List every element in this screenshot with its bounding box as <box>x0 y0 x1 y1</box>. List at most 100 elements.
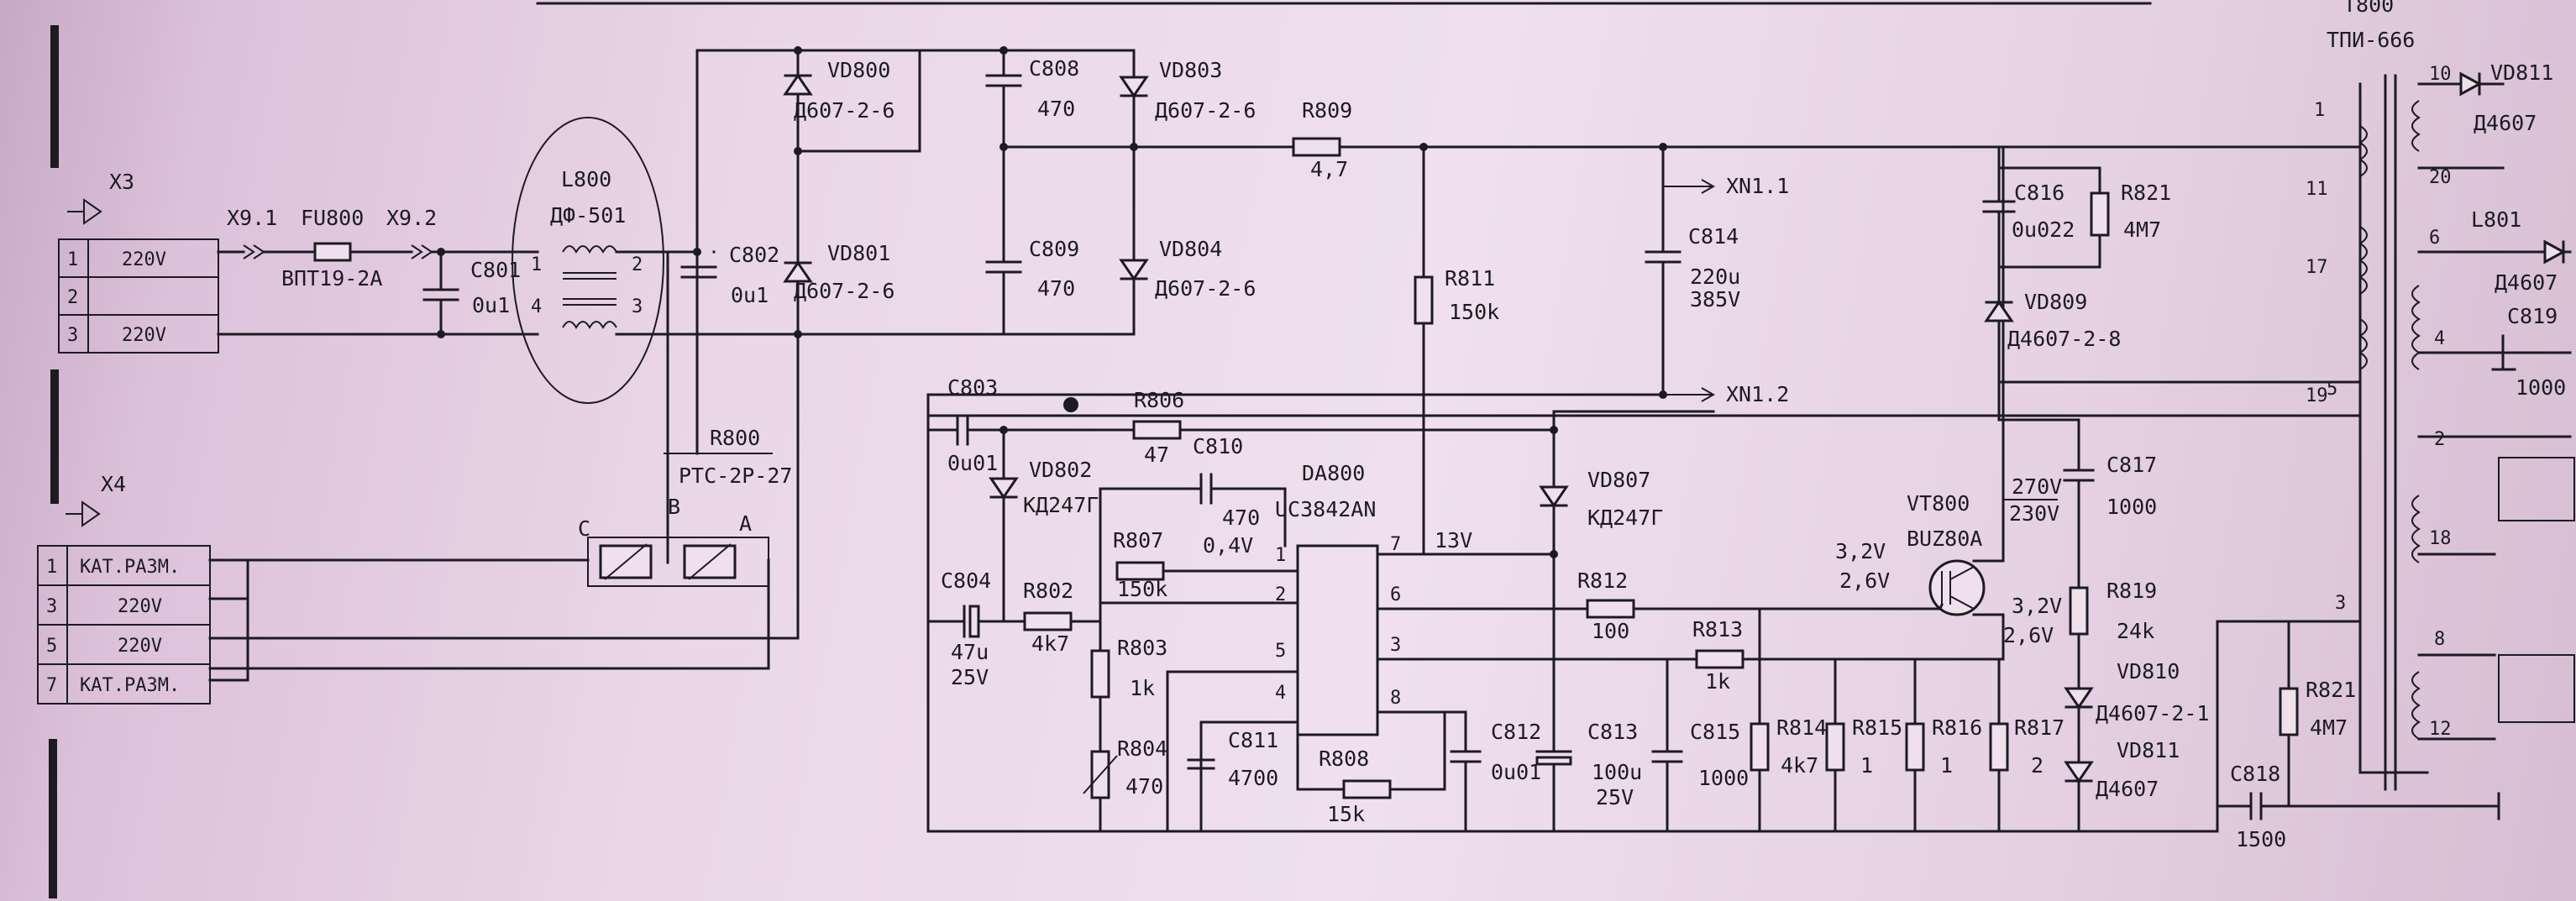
t800-ref: T800 <box>2343 0 2394 17</box>
connector-x3: X3 1 2 3 220V 220V <box>58 170 219 354</box>
mains-input: X9.1 FU800 ВПТ19-2А X9.2 C801 0u1 <box>217 206 539 338</box>
node-x9-1: X9.1 <box>227 206 277 230</box>
vt800-gate-v1: 3,2V <box>1835 539 1886 563</box>
c818-ref: C818 <box>2230 762 2280 786</box>
l800-pin-3: 3 <box>632 296 643 317</box>
vd807-value: КД247Г <box>1587 506 1663 530</box>
c803-value: 0u01 <box>947 451 998 475</box>
vd809-ref: VD809 <box>2024 290 2087 314</box>
x4-pin-1: 1 <box>46 557 57 578</box>
r819-body <box>2090 191 2110 237</box>
filter-l800: L800 ДФ-501 1 2 4 3 <box>512 117 800 404</box>
ic-pin7-voltage: 13V <box>1435 528 1472 553</box>
ic-value: UC3842AN <box>1275 497 1376 521</box>
vt800-value: BUZ80A <box>1907 526 1982 551</box>
r809-value: 4,7 <box>1310 157 1348 181</box>
r802-ref: R802 <box>1023 579 1073 603</box>
t800-pin-19: 19 <box>2306 385 2328 406</box>
vt800-drain-v1: 270V <box>2012 474 2062 499</box>
ic-da800 <box>1296 544 1379 736</box>
t800-pin-12: 12 <box>2429 719 2452 740</box>
vt800-symbol <box>1928 559 1986 616</box>
ic-ref: DA800 <box>1302 461 1365 485</box>
r817-value: 2 <box>2031 753 2043 778</box>
controller-section: C803 0u01 R806 47 VD802 КД247Г C810 470 … <box>926 375 2219 833</box>
vt800-drain-v2: 230V <box>2009 501 2059 526</box>
vd810-ref: VD811 <box>2117 738 2180 762</box>
bulk-rail: R809 4,7 XN1.1 XN1.2 C814 220u 385V R811… <box>926 98 2320 556</box>
connector-x4-name: X4 <box>101 472 126 496</box>
margin-bar <box>50 369 59 504</box>
ic-pin-5: 5 <box>1275 641 1286 662</box>
x4-label-7: КАТ.РАЗМ. <box>80 675 180 696</box>
x3-label-3: 220V <box>122 325 166 346</box>
x4-label-5: 220V <box>118 636 162 657</box>
c802-value: 0u1 <box>731 283 769 307</box>
c815-ref: C815 <box>1690 720 1740 744</box>
r800-pin-a: A <box>739 511 752 536</box>
r819-ref: R821 <box>2121 181 2171 205</box>
vt800-gate-v2: 2,6V <box>1839 568 1890 593</box>
r814-value: 4k7 <box>1781 753 1818 778</box>
x4-pin-3: 3 <box>46 596 57 617</box>
r807-value: 150k <box>1117 577 1167 601</box>
r803-body <box>1090 649 1110 699</box>
x3-pin-2: 2 <box>67 287 78 308</box>
c819-ref: C819 <box>2507 304 2558 328</box>
r800-value: PTC-2P-27 <box>679 464 792 488</box>
c818-value: 1500 <box>2236 827 2286 851</box>
t800-pin-1: 1 <box>2314 100 2325 121</box>
output-section: C818 1500 R821 4M7 T800 ТПИ-666 <box>926 0 2575 851</box>
vd802-value: КД247Г <box>1023 493 1099 517</box>
vd811-value: Д4607 <box>2474 111 2537 135</box>
r814-ref: R814 <box>1776 715 1827 740</box>
ic-pin-7: 7 <box>1390 534 1401 555</box>
node-xn1-1: XN1.1 <box>1726 174 1789 198</box>
r808-value: 15k <box>1327 802 1365 826</box>
t800-pin-20: 20 <box>2429 167 2452 188</box>
c803-ref: C803 <box>947 375 998 400</box>
r804-ref: R804 <box>1117 736 1167 761</box>
vd808-value: Д4607-2-1 <box>2096 701 2209 726</box>
r816-body <box>1905 722 1925 772</box>
c813-voltage: 25V <box>1596 785 1634 809</box>
vd81x-value: Д4607 <box>2495 270 2558 295</box>
r815-ref: R815 <box>1852 715 1902 740</box>
r816-ref: R816 <box>1932 715 1982 740</box>
t800-value: ТПИ-666 <box>2327 28 2415 52</box>
fuse-fu800 <box>313 242 352 262</box>
vd802-ref: VD802 <box>1029 458 1092 482</box>
c816-value: 0u022 <box>2012 217 2075 242</box>
c801-value: 0u1 <box>472 293 510 317</box>
r808-body <box>1342 779 1392 799</box>
t800-pin-11: 11 <box>2306 179 2328 200</box>
c810-ref: C810 <box>1193 434 1243 458</box>
r812-body <box>1586 599 1635 619</box>
r813-value: 1k <box>1705 669 1730 694</box>
fuse-ref: FU800 <box>301 206 364 230</box>
r821-ref: R821 <box>2306 678 2356 702</box>
r814-body <box>1750 722 1770 772</box>
ic-pin-8: 8 <box>1390 688 1401 709</box>
l800-pin-2: 2 <box>632 254 643 275</box>
c808-ref: C808 <box>1029 56 1079 81</box>
t800-pin-10: 10 <box>2429 64 2452 85</box>
c819-value: 1000 <box>2516 375 2566 400</box>
r800-pin-c: C <box>578 516 590 541</box>
margin-bar <box>49 739 57 898</box>
c814-value: 220u <box>1690 265 1740 289</box>
l800-value: ДФ-501 <box>550 203 626 228</box>
connector-x4: X4 1 3 5 7 КАТ.РАЗМ. 220V 220V КАТ.РАЗМ. <box>37 472 211 705</box>
r806-value: 47 <box>1144 443 1169 467</box>
c811-value: 4700 <box>1228 766 1278 790</box>
node-x9-2: X9.2 <box>386 206 437 230</box>
vd810-value: Д4607 <box>2096 777 2159 801</box>
c811-ref: C811 <box>1228 728 1278 752</box>
r817-ref: R817 <box>2014 715 2064 740</box>
ic-pin-3: 3 <box>1390 635 1401 656</box>
vd807-ref: VD807 <box>1587 468 1650 492</box>
r818-value: 24k <box>2117 619 2154 643</box>
x4-label-3: 220V <box>118 596 162 617</box>
c815-value: 1000 <box>1698 766 1749 790</box>
